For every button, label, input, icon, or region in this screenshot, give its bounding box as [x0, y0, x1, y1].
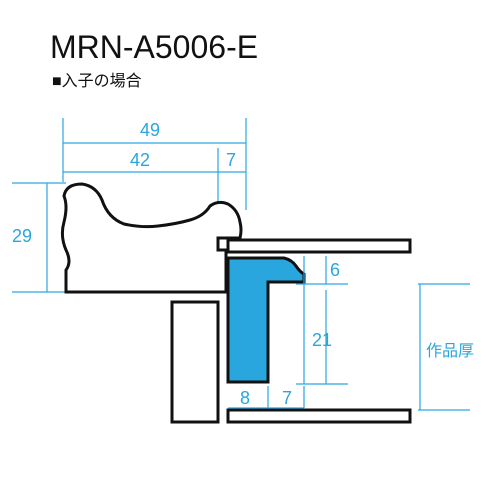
- bottom-backing-strip: [226, 408, 412, 424]
- dim-label-49: 49: [140, 120, 160, 140]
- top-backing-strip: [226, 238, 412, 254]
- dim-label-21: 21: [312, 330, 332, 350]
- dim-label-42: 42: [130, 150, 150, 170]
- dim-label-7-bottom: 7: [282, 388, 292, 408]
- dim-label-7-top: 7: [226, 150, 236, 170]
- dim-label-6: 6: [330, 260, 340, 280]
- insert-profile: [226, 256, 306, 384]
- dim-label-8: 8: [240, 388, 250, 408]
- spacer-block: [170, 300, 220, 424]
- subtitle: ■入子の場合: [52, 72, 142, 90]
- frame-profile-outline: [60, 182, 243, 294]
- left-dimension-lines: [12, 182, 66, 293]
- dim-label-29: 29: [12, 226, 32, 246]
- dim-label-artwork-thickness: 作品厚: [426, 342, 474, 360]
- right-dimension-lines: [228, 256, 470, 411]
- top-dimension-lines: [62, 118, 247, 210]
- page-title: MRN-A5006-E: [50, 29, 258, 65]
